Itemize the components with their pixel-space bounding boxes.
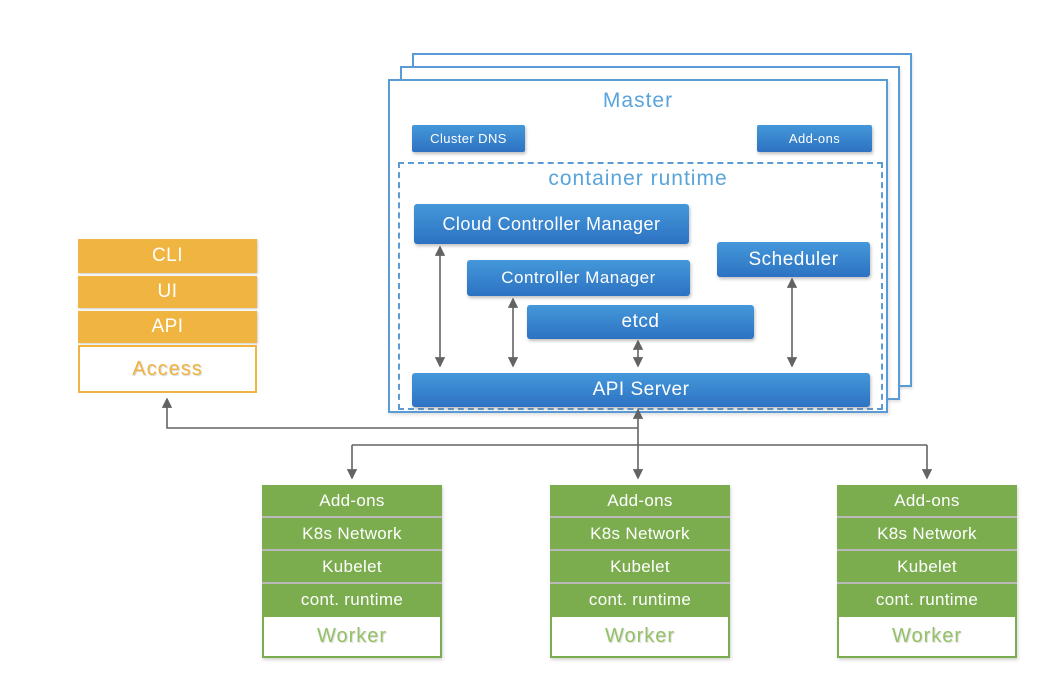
row-divider: [262, 549, 442, 551]
scheduler-box: Scheduler: [717, 242, 870, 277]
row-divider: [262, 516, 442, 518]
row-divider: [550, 516, 730, 518]
row-divider: [837, 582, 1017, 584]
worker-label-box: Worker: [262, 615, 442, 658]
row-divider: [262, 582, 442, 584]
master-addons-box: Add-ons: [757, 125, 872, 152]
access-item-ui: UI: [78, 276, 257, 308]
worker-row-k8s-network: K8s Network: [262, 518, 442, 549]
worker-node-3: Add-ons K8s Network Kubelet cont. runtim…: [837, 485, 1017, 658]
row-divider: [837, 549, 1017, 551]
worker-row-addons: Add-ons: [262, 485, 442, 516]
worker-row-k8s-network: K8s Network: [550, 518, 730, 549]
worker-label-box: Worker: [837, 615, 1017, 658]
worker-row-kubelet: Kubelet: [262, 551, 442, 582]
worker-row-addons: Add-ons: [837, 485, 1017, 516]
container-runtime-title: container runtime: [548, 167, 728, 190]
worker-row-cont-runtime: cont. runtime: [262, 584, 442, 615]
controller-manager-box: Controller Manager: [467, 260, 690, 296]
access-label-box: Access: [78, 345, 257, 393]
worker-node-2: Add-ons K8s Network Kubelet cont. runtim…: [550, 485, 730, 658]
worker-row-cont-runtime: cont. runtime: [550, 584, 730, 615]
master-node: Master Cluster DNS Add-ons container run…: [388, 79, 888, 413]
api-server-box: API Server: [412, 373, 870, 407]
worker-row-kubelet: Kubelet: [550, 551, 730, 582]
row-divider: [550, 549, 730, 551]
access-item-cli: CLI: [78, 239, 257, 273]
access-item-api: API: [78, 311, 257, 343]
worker-row-k8s-network: K8s Network: [837, 518, 1017, 549]
worker-row-cont-runtime: cont. runtime: [837, 584, 1017, 615]
worker-label-box: Worker: [550, 615, 730, 658]
worker-node-1: Add-ons K8s Network Kubelet cont. runtim…: [262, 485, 442, 658]
etcd-box: etcd: [527, 305, 754, 339]
row-divider: [550, 582, 730, 584]
worker-row-kubelet: Kubelet: [837, 551, 1017, 582]
access-group: CLI UI API Access: [78, 239, 257, 393]
cluster-dns-box: Cluster DNS: [412, 125, 525, 152]
master-title: Master: [602, 89, 674, 112]
cloud-controller-manager-box: Cloud Controller Manager: [414, 204, 689, 244]
worker-row-addons: Add-ons: [550, 485, 730, 516]
row-divider: [837, 516, 1017, 518]
